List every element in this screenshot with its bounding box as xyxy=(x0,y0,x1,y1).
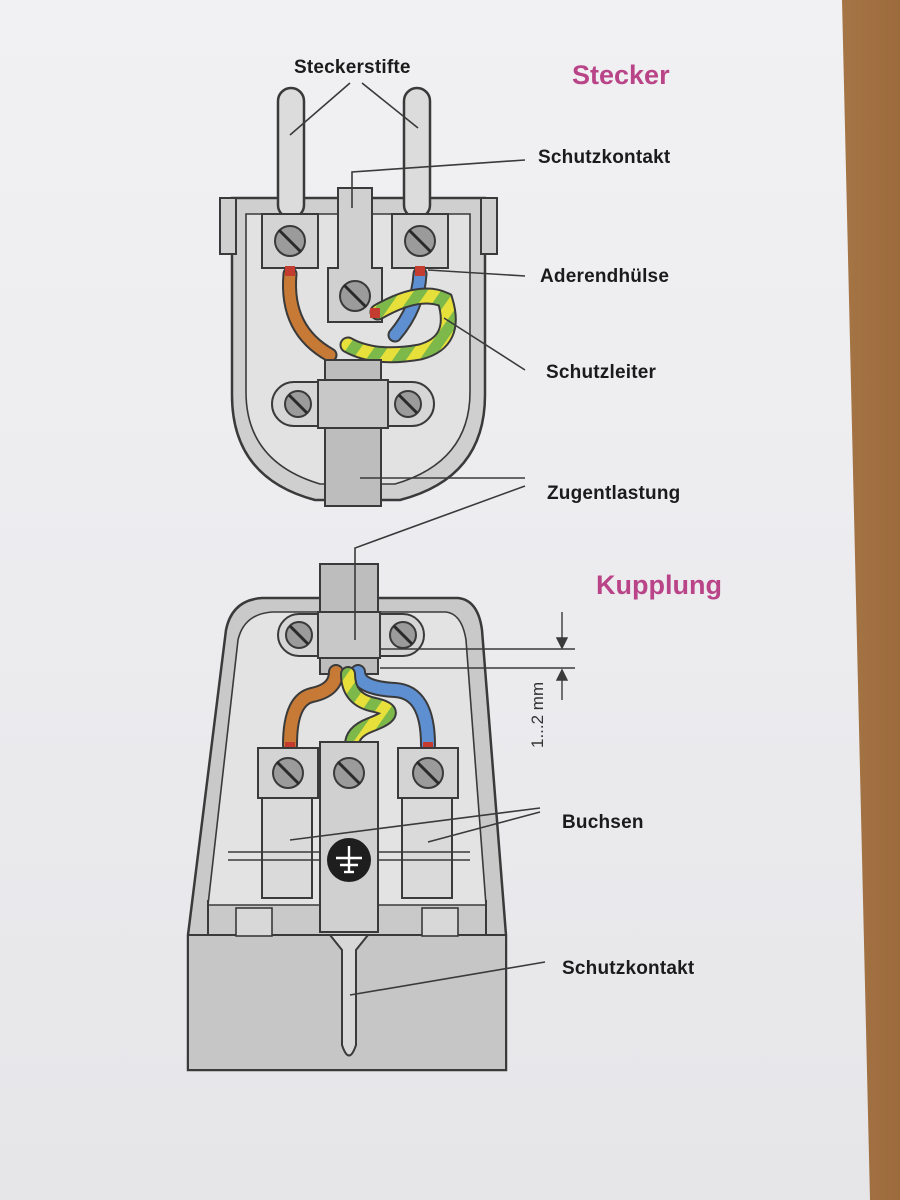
coupler-cable-and-clamp xyxy=(277,563,425,675)
title-kupplung: Kupplung xyxy=(596,570,722,600)
dimension-label: 1...2 mm xyxy=(528,681,547,748)
coupler-leader-lines xyxy=(289,485,546,996)
label-zugentlastung: Zugentlastung xyxy=(547,483,681,504)
title-stecker: Stecker xyxy=(572,60,670,90)
label-buchsen: Buchsen xyxy=(562,812,644,833)
label-steckerstifte: Steckerstifte xyxy=(294,57,411,78)
plug-terminals xyxy=(261,213,449,269)
coupler-sockets xyxy=(228,747,470,899)
coupler-wires xyxy=(282,664,436,753)
label-aderendhuelse: Aderendhülse xyxy=(540,266,670,287)
plug-earth-contact xyxy=(327,187,383,323)
label-schutzleiter: Schutzleiter xyxy=(546,362,657,383)
label-schutzkontakt-top: Schutzkontakt xyxy=(538,147,671,168)
plug-cable-and-clamp xyxy=(271,359,435,507)
plug-leader-lines xyxy=(289,82,526,479)
dimension-marker xyxy=(380,612,575,700)
earth-ground-icon xyxy=(327,838,371,882)
label-schutzkontakt-bottom: Schutzkontakt xyxy=(562,958,695,979)
coupler-earth-contact xyxy=(319,741,379,1057)
plug-wires xyxy=(282,266,457,364)
